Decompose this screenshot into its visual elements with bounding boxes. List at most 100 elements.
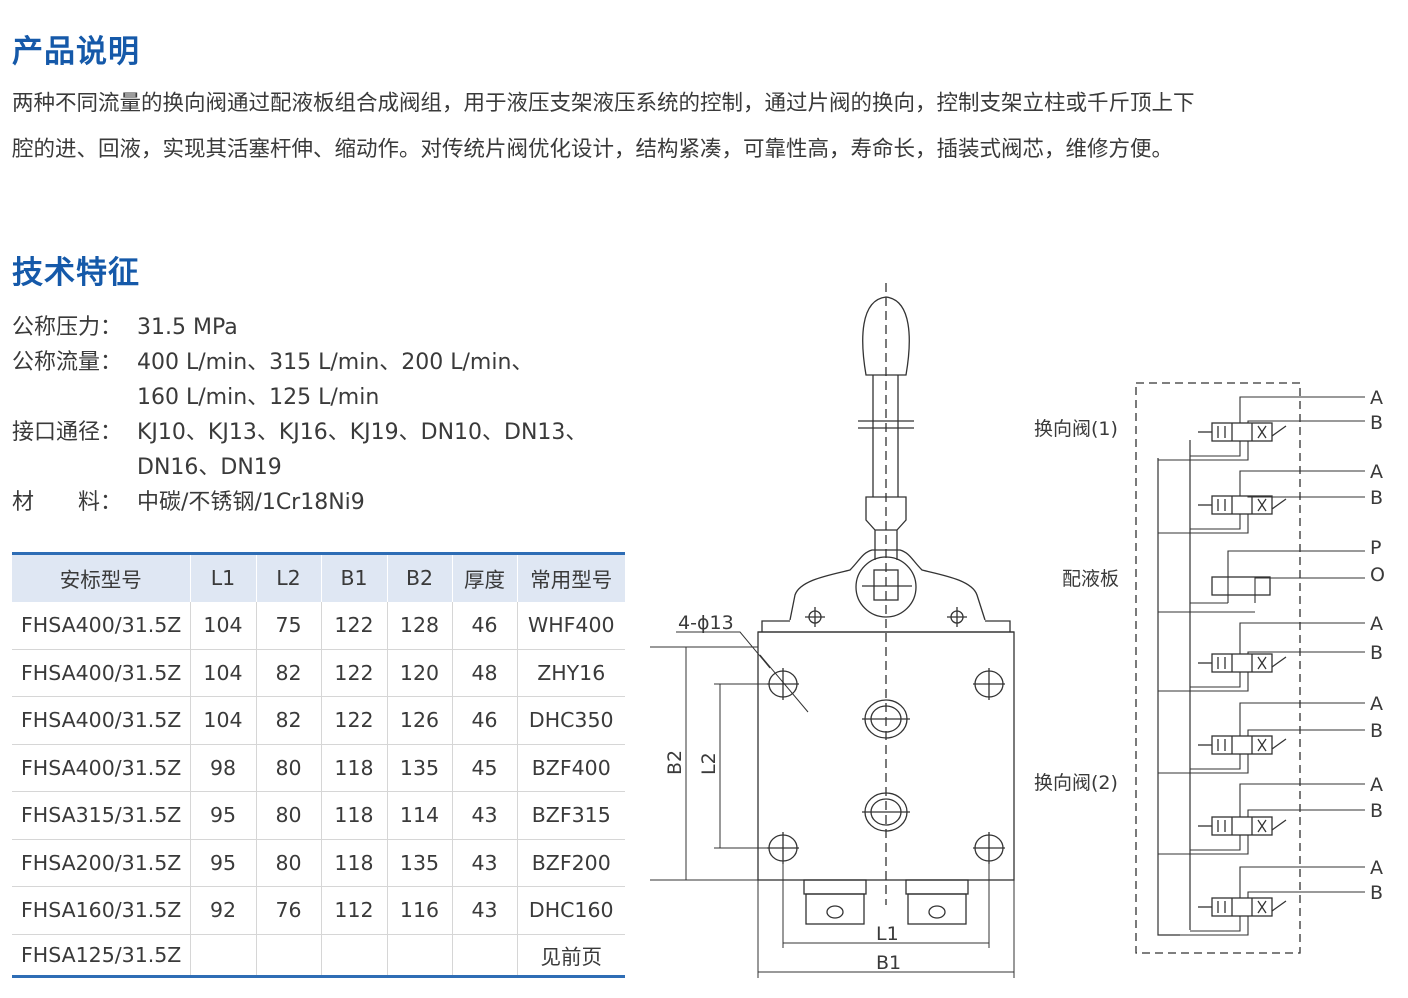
column-header: L2	[256, 553, 322, 602]
port-label-a: A	[1370, 461, 1383, 483]
table-cell: 82	[256, 649, 322, 697]
table-cell: BZF200	[517, 839, 625, 887]
table-cell: 116	[387, 886, 453, 935]
table-cell: 118	[321, 839, 388, 887]
description-line-1: 两种不同流量的换向阀通过配液板组合成阀组，用于液压支架液压系统的控制，通过片阀的…	[12, 91, 1195, 116]
stem-collar	[865, 496, 907, 560]
table-cell: FHSA400/31.5Z	[12, 601, 191, 650]
table-cell: BZF400	[517, 744, 625, 792]
section-title-technical-features: 技术特征	[12, 255, 140, 291]
table-cell: FHSA400/31.5Z	[12, 696, 191, 745]
directional-valve-symbol	[1158, 396, 1365, 461]
table-cell: WHF400	[517, 601, 625, 650]
dimension-label-l2: L2	[698, 752, 720, 775]
table-cell: DHC160	[517, 886, 625, 935]
spec-port-size: 接口通径：KJ10、KJ13、KJ16、KJ19、DN10、DN13、DN16、…	[12, 415, 657, 485]
table-cell: 80	[256, 791, 322, 840]
spec-value: 中碳/不锈钢/1Cr18Ni9	[137, 490, 365, 515]
dimension-label-b2: B2	[664, 750, 686, 775]
table-cell: 128	[387, 601, 453, 650]
bottom-ports	[803, 879, 969, 925]
table-cell: 46	[452, 696, 518, 745]
table-cell: 135	[387, 744, 453, 792]
table-cell: 76	[256, 886, 322, 935]
table-cell: FHSA125/31.5Z	[12, 934, 191, 976]
spec-value: 400 L/min、315 L/min、200 L/min、160 L/min、…	[137, 350, 534, 410]
directional-valve-symbol	[1158, 622, 1365, 692]
dimension-label-l1: L1	[876, 923, 899, 945]
hole-spec-label: 4-ϕ13	[678, 612, 734, 634]
table-cell: 见前页	[540, 944, 603, 969]
table-cell: FHSA315/31.5Z	[12, 791, 191, 840]
table-cell: 80	[256, 839, 322, 887]
table-cell: 92	[190, 886, 257, 935]
directional-valve-symbol	[1158, 783, 1365, 855]
yoke	[789, 549, 986, 621]
table-cell: 104	[190, 696, 257, 745]
port-label-b: B	[1370, 800, 1383, 822]
table-cell: 95	[190, 791, 257, 840]
table-cell: 43	[452, 839, 518, 887]
table-cell: 98	[190, 744, 257, 792]
valve-body	[757, 631, 1015, 881]
table-cell	[452, 934, 518, 976]
spec-material: 材 料：中碳/不锈钢/1Cr18Ni9	[12, 485, 657, 520]
port-label-a: A	[1370, 613, 1383, 635]
column-header: 常用型号	[517, 553, 625, 602]
yoke-screws	[805, 607, 967, 627]
table-cell	[190, 934, 257, 976]
table-cell: 112	[321, 886, 388, 935]
table-cell: 122	[321, 649, 388, 697]
table-cell: 126	[387, 696, 453, 745]
table-cell: BZF315	[517, 791, 625, 840]
hole-crosshair	[973, 668, 1005, 700]
spec-pressure: 公称压力： 31.5 MPa	[12, 310, 657, 345]
table-cell: 46	[452, 601, 518, 650]
dimension-label-b1: B1	[876, 952, 901, 974]
port-label-a: A	[1370, 857, 1383, 879]
port-label-a: A	[1370, 774, 1383, 796]
port-label-b: B	[1370, 412, 1383, 434]
table-cell: 43	[452, 791, 518, 840]
table-cell: FHSA400/31.5Z	[12, 744, 191, 792]
column-header: L1	[190, 553, 257, 602]
spec-key: 公称压力：	[12, 315, 123, 340]
table-cell	[387, 934, 453, 976]
table-cell: 118	[321, 744, 388, 792]
table-cell: 43	[452, 886, 518, 935]
spec-value: 31.5 MPa	[137, 315, 238, 340]
label-valve-2: 换向阀(2)	[1034, 772, 1118, 794]
label-distribution-plate: 配液板	[1062, 568, 1119, 590]
table-cell: 104	[190, 649, 257, 697]
table-row: FHSA125/31.5Z 见前页	[12, 934, 625, 976]
table-cell	[321, 934, 388, 976]
table-cell: DHC350	[517, 696, 625, 745]
port-label-p: P	[1370, 537, 1381, 559]
port-label-b: B	[1370, 487, 1383, 509]
center-ports	[862, 699, 910, 832]
column-header: 厚度	[452, 553, 518, 602]
spec-flow: 公称流量：400 L/min、315 L/min、200 L/min、160 L…	[12, 345, 657, 415]
directional-valve-symbol	[1158, 470, 1365, 534]
distribution-plate-symbol	[1211, 576, 1271, 596]
table-cell: 118	[321, 791, 388, 840]
table-cell: 75	[256, 601, 322, 650]
port-label-a: A	[1370, 693, 1383, 715]
table-cell: 48	[452, 649, 518, 697]
table-cell: 82	[256, 696, 322, 745]
table-cell: 114	[387, 791, 453, 840]
yoke-boss	[855, 556, 917, 618]
table-cell: 120	[387, 649, 453, 697]
port-label-b: B	[1370, 720, 1383, 742]
table-cell: 135	[387, 839, 453, 887]
column-header: B1	[321, 553, 388, 602]
